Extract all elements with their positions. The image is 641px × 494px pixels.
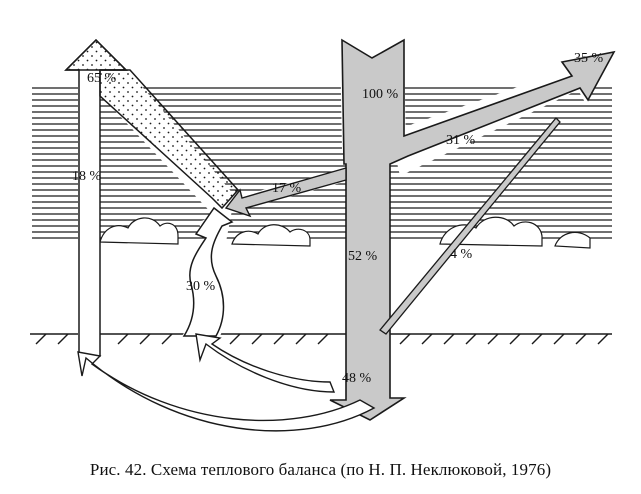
label-65: 65 % xyxy=(87,71,117,86)
arrow-absorbed-atmosphere xyxy=(224,167,347,218)
ground-hatching xyxy=(35,333,609,345)
label-18: 18 % xyxy=(72,169,102,184)
label-52: 52 % xyxy=(348,249,378,264)
cloud-band xyxy=(99,216,591,249)
label-48: 48 % xyxy=(342,371,372,386)
label-31: 31 % xyxy=(446,133,476,148)
arrow-atmosphere-radiation xyxy=(64,38,240,210)
arrow-surface-to-convection xyxy=(195,333,336,393)
arrow-incoming-radiation xyxy=(329,38,616,421)
figure-caption: Рис. 42. Схема теплового баланса (по Н. … xyxy=(89,460,552,479)
arrow-reflected-surface xyxy=(379,117,561,335)
arrow-surface-to-air xyxy=(77,351,376,432)
percent-labels: 65 % 18 % 100 % 35 % 31 % 17 % 52 % 4 % … xyxy=(72,51,604,386)
label-4: 4 % xyxy=(450,247,473,262)
label-30: 30 % xyxy=(186,279,216,294)
label-35: 35 % xyxy=(574,51,604,66)
arrow-convection xyxy=(182,206,234,337)
label-17: 17 % xyxy=(272,181,302,196)
label-100: 100 % xyxy=(362,87,399,102)
